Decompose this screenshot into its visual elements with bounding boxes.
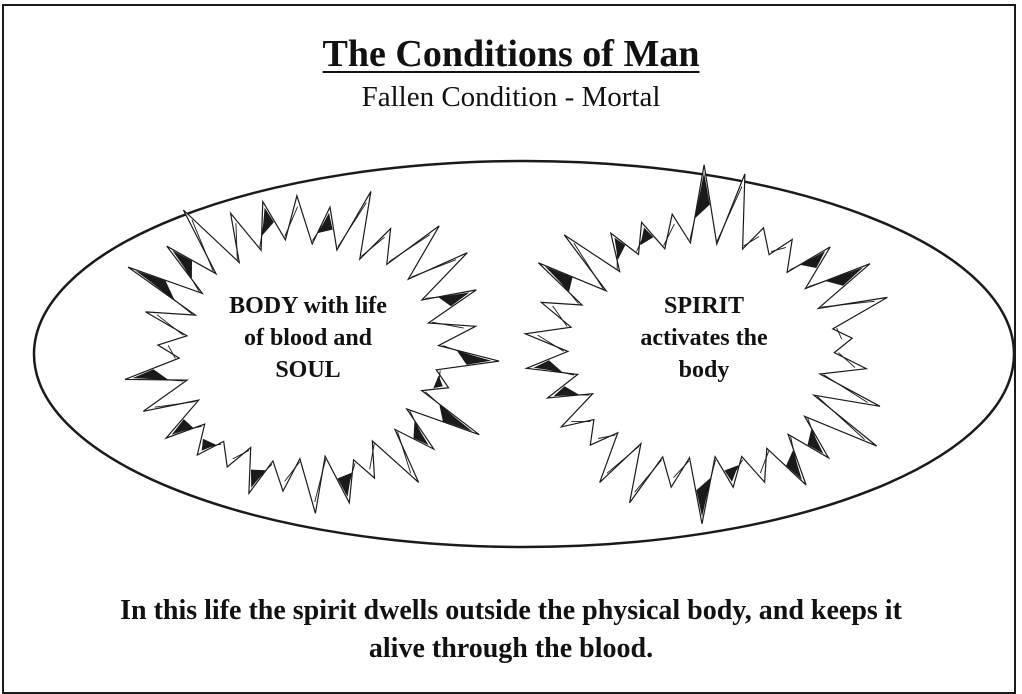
caption-line-2: alive through the blood. [0, 630, 1022, 668]
spirit-burst-label: SPIRIT activates the body [584, 290, 824, 386]
diagram-caption: In this life the spirit dwells outside t… [0, 592, 1022, 668]
burst-right-spike-fill [545, 266, 573, 291]
caption-line-1: In this life the spirit dwells outside t… [0, 592, 1022, 630]
burst-left-spike-fill [251, 470, 265, 488]
body-burst-label: BODY with life of blood and SOUL [188, 290, 428, 386]
